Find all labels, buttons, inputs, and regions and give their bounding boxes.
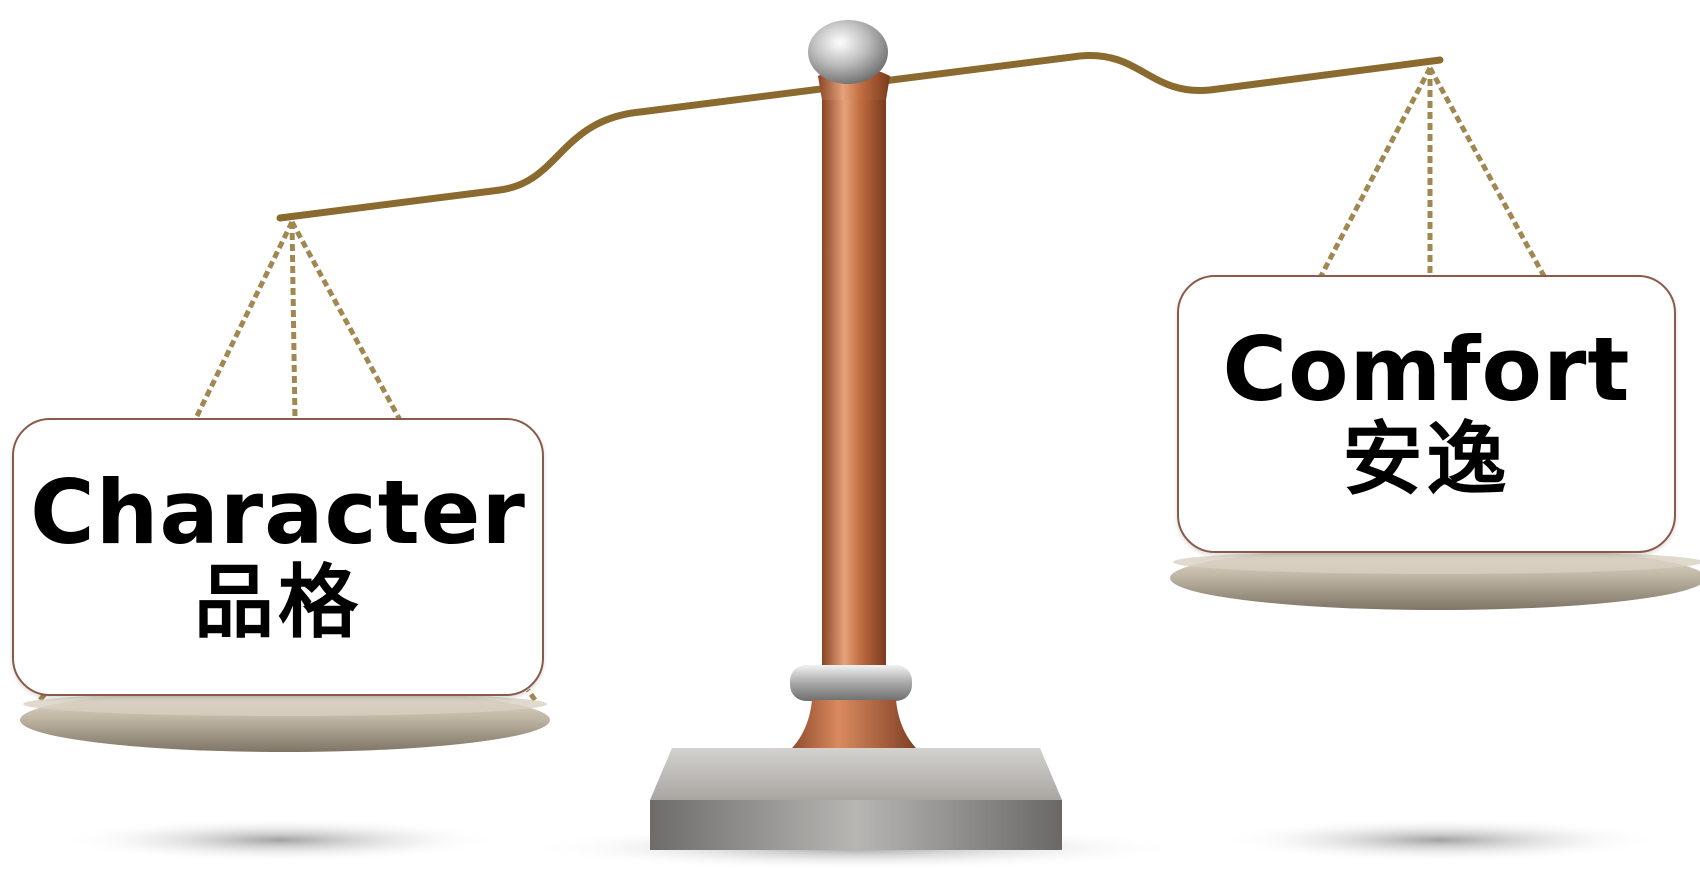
- left-label-chinese: 品格: [194, 559, 362, 647]
- right-label-english: Comfort: [1223, 324, 1631, 416]
- left-label-english: Character: [30, 467, 526, 559]
- left-pan-label-card: Character 品格: [12, 418, 544, 696]
- pillar-ring: [790, 665, 912, 701]
- right-chains: [1320, 68, 1545, 278]
- right-label-chinese: 安逸: [1343, 416, 1511, 504]
- pillar: [822, 72, 886, 692]
- left-chains: [195, 222, 400, 420]
- base-top: [650, 748, 1062, 800]
- right-pan-label-card: Comfort 安逸: [1177, 275, 1676, 553]
- base-front: [650, 800, 1062, 850]
- left-pan-shadow: [60, 818, 500, 862]
- right-pan-shadow: [1220, 818, 1660, 862]
- right-pan-rim: [1173, 550, 1700, 574]
- top-knob: [808, 20, 888, 84]
